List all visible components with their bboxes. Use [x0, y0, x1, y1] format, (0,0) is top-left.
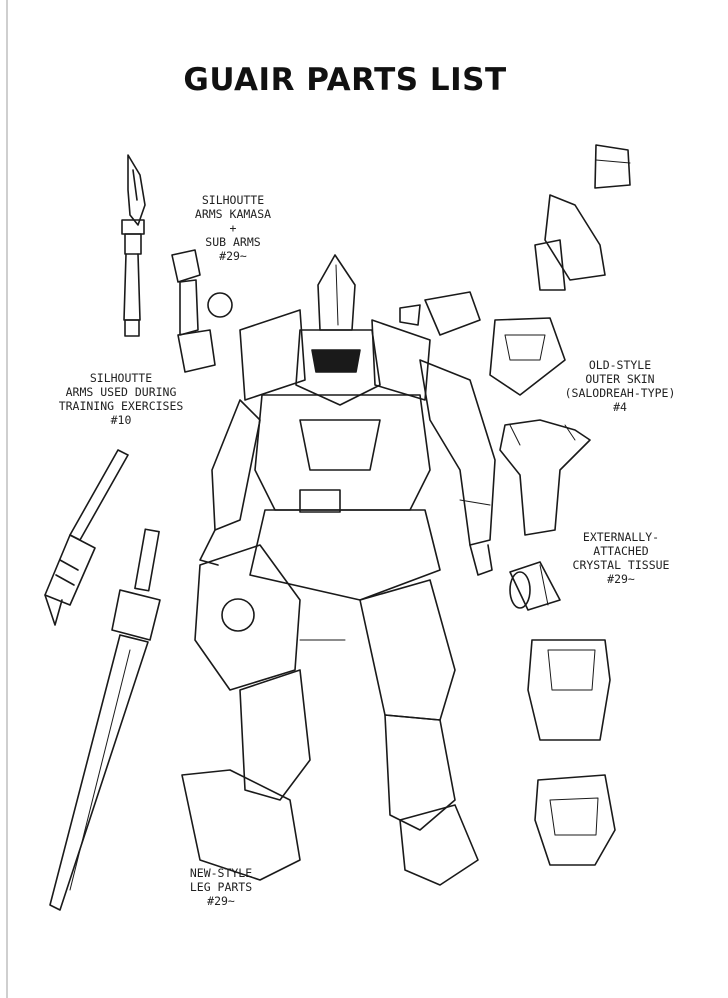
label-leg-parts: NEW-STYLE LEG PARTS #29~: [189, 866, 253, 908]
sub-arm-drawing: [171, 249, 233, 373]
label-training-arms: SILHOUTTE ARMS USED DURING TRAINING EXER…: [58, 371, 184, 427]
head-parts-drawing: [399, 144, 631, 336]
page-title: GUAIR PARTS LIST: [183, 62, 507, 98]
sword-drawing: [49, 528, 161, 911]
spear-weapon-drawing: [121, 154, 146, 337]
label-outer-skin: OLD-STYLE OUTER SKIN (SALODREAH-TYPE) #4: [564, 358, 676, 414]
robot-figure-drawing: [181, 254, 496, 886]
label-sub-arms: SILHOUTTE ARMS KAMASA + SUB ARMS #29~: [194, 193, 272, 263]
training-arms-drawing: [44, 449, 129, 626]
label-crystal-tissue: EXTERNALLY- ATTACHED CRYSTAL TISSUE #29~: [572, 530, 670, 586]
outer-skin-parts-drawing: [489, 317, 591, 536]
leg-parts-right-drawing: [527, 639, 616, 866]
crystal-tissue-drawing: [509, 561, 561, 611]
page-gutter-line: [6, 0, 8, 998]
